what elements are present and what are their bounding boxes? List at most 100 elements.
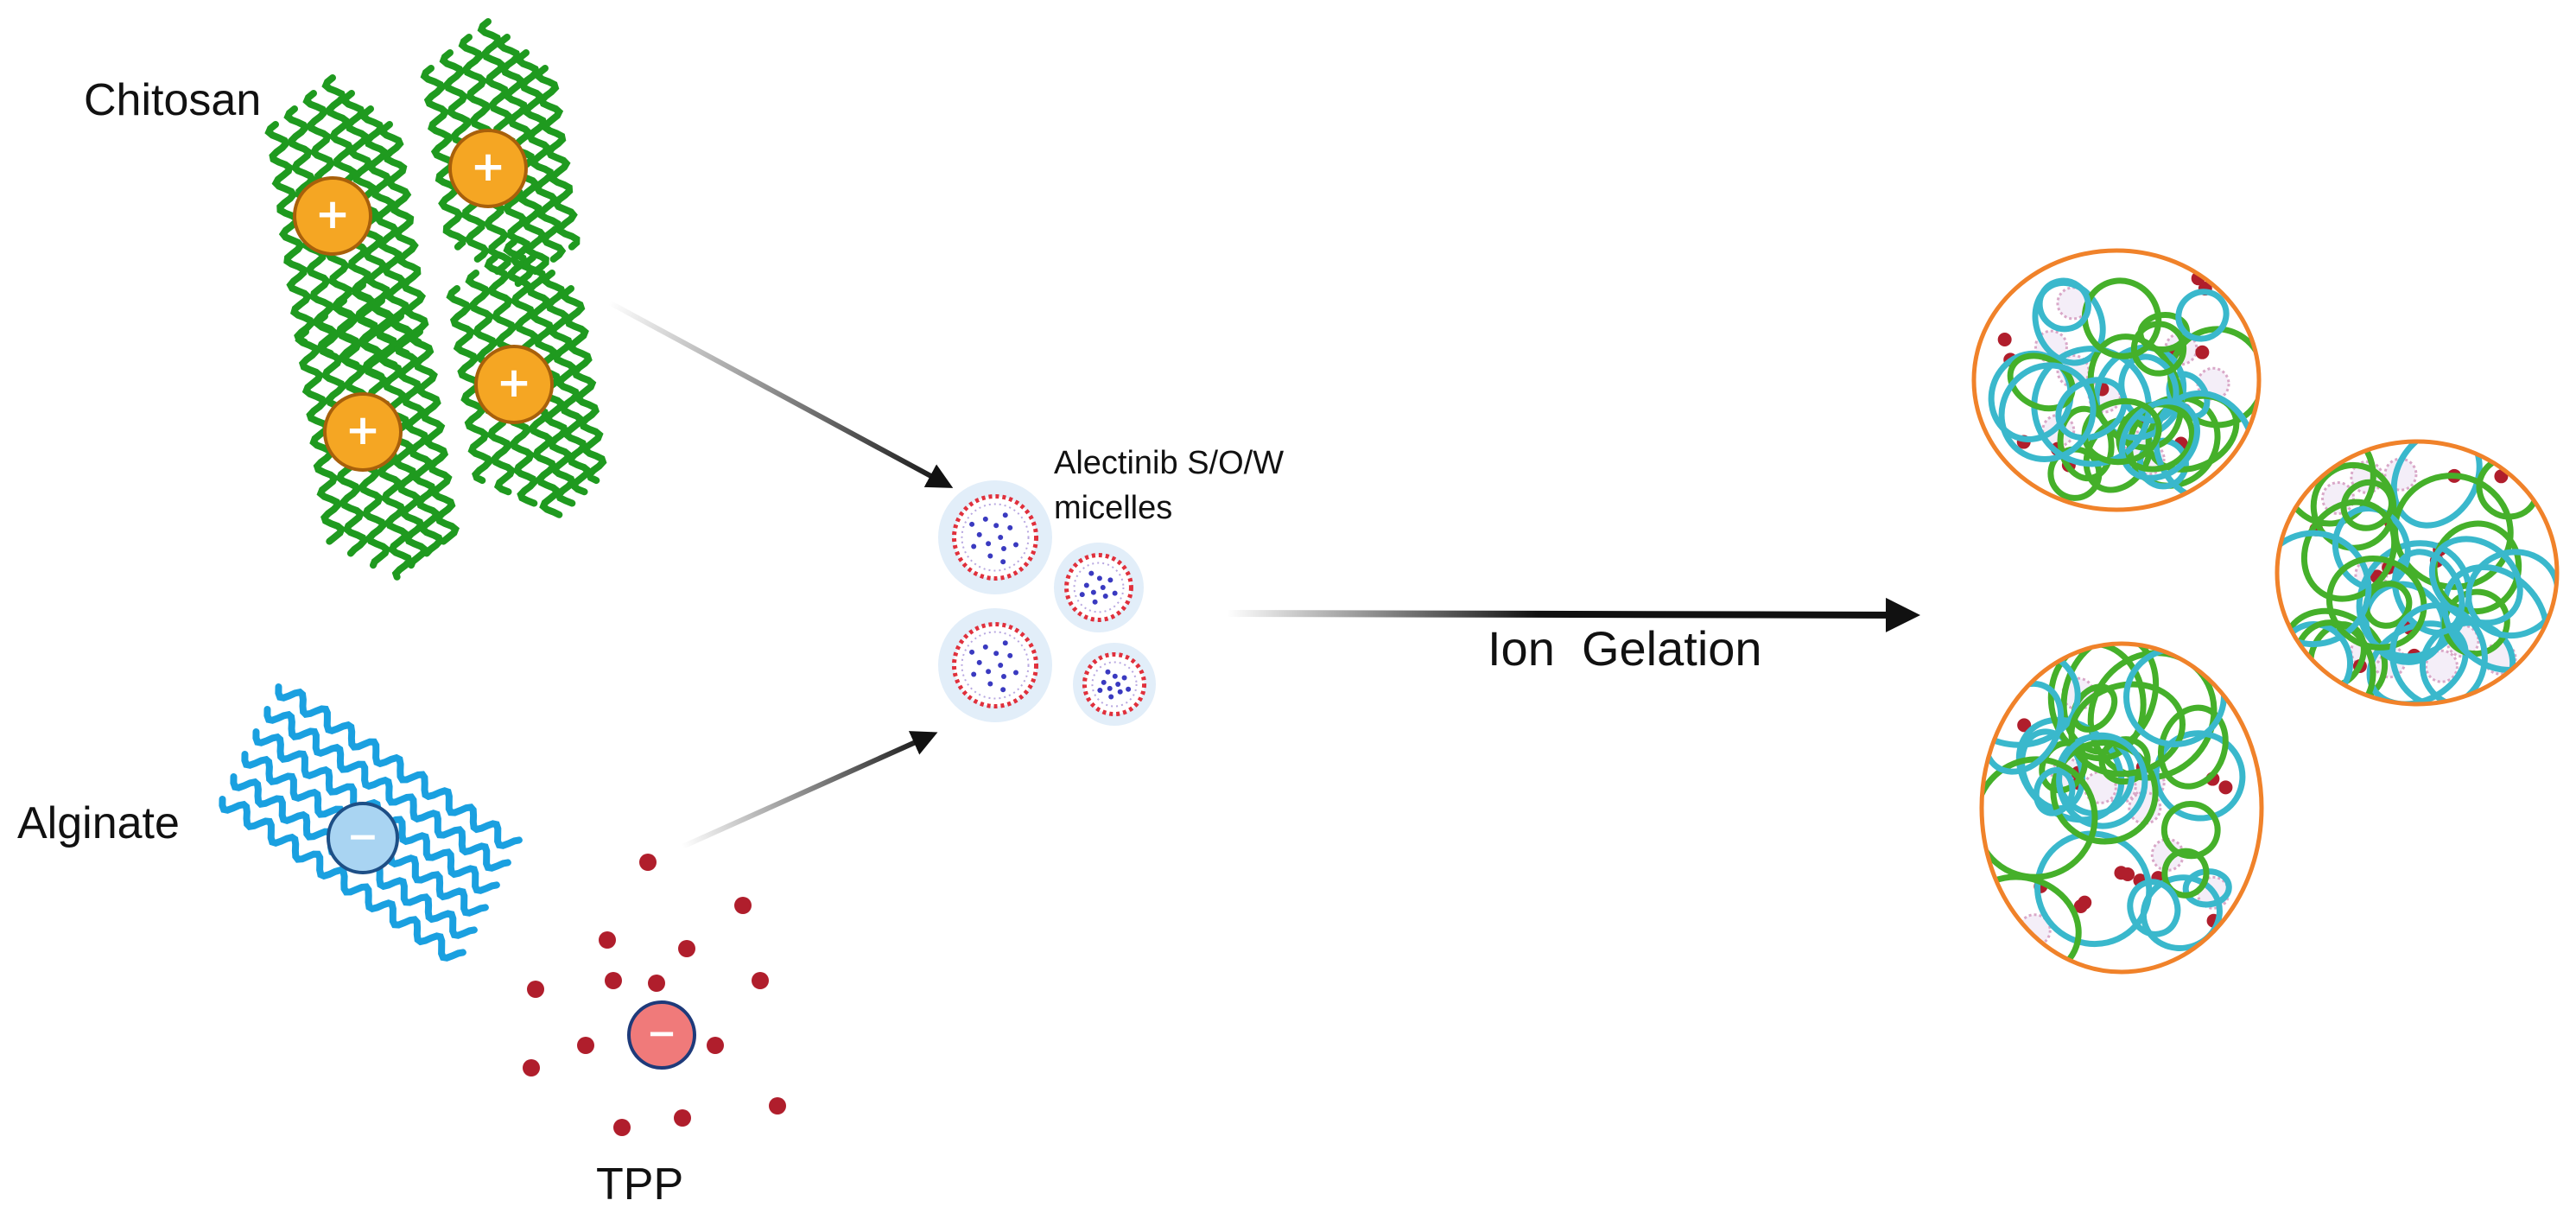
chitosan-positive-bead-circle [474, 345, 554, 424]
alginate-loop [2118, 398, 2200, 481]
micelles-label-line2: micelles [1054, 490, 1172, 526]
particle-crosslink-dot [2519, 459, 2534, 473]
micelle-drug-dot [1013, 670, 1019, 676]
chitosan-loop [2050, 740, 2159, 845]
chitosan-positive-bead-circle [293, 176, 372, 256]
ion-gelation-label: Ion Gelation [1488, 621, 1762, 676]
tpp-label: TPP [596, 1159, 683, 1210]
micelle-drug-dot [1107, 685, 1113, 691]
micelle-drug-dot [1117, 689, 1123, 695]
chitosan-loop [2325, 555, 2427, 651]
micelle-drug-dot [1102, 594, 1108, 600]
alginate-chain [219, 796, 466, 962]
micelle-drug-dot [1100, 585, 1106, 590]
micelle-drug-dot [1002, 640, 1008, 646]
gel-nanoparticle [1971, 248, 2262, 512]
chitosan-chain [409, 328, 460, 545]
chitosan-loop [2007, 352, 2076, 412]
chitosan-chain [534, 65, 581, 251]
micelle-drug-dot [971, 543, 977, 549]
micelle-drug-dot [969, 649, 975, 655]
chitosan-positive-bead: + [448, 129, 528, 208]
micelle-drug-dot [987, 553, 993, 559]
alginate-negative-bead: − [327, 802, 399, 874]
tpp-dot [605, 972, 622, 989]
micelle-drug-dot [1000, 673, 1006, 679]
micelle-inner-ring [1091, 661, 1138, 708]
alginate-loop [2127, 879, 2181, 937]
micelle-shell [951, 621, 1039, 709]
micelle-drug-dot [1115, 682, 1121, 687]
gel-nanoparticle [1979, 641, 2264, 975]
chitosan-positive-bead-circle [323, 392, 403, 472]
micelle-drug-dot [1105, 669, 1111, 675]
tpp-dot [639, 854, 657, 871]
tpp-dot [707, 1037, 724, 1054]
chitosan-positive-bead-symbol: + [471, 143, 506, 191]
alginate-loop [2175, 289, 2230, 342]
micelle-drug-dot [986, 541, 992, 547]
tpp-negative-bead: − [627, 1000, 696, 1070]
chitosan-chain [420, 65, 466, 251]
alginate-loop [2140, 874, 2223, 951]
micelle-drug-dot [971, 671, 977, 677]
micelle-drug-dot [1002, 512, 1008, 518]
chitosan-chain [264, 121, 315, 346]
chitosan-label: Chitosan [84, 75, 261, 125]
micelle-drug-dot [1107, 577, 1114, 583]
particle-crosslink-dot [2073, 899, 2088, 914]
micelle-drug-dot [1126, 686, 1132, 692]
tpp-dot [734, 897, 752, 914]
chitosan-loop [2340, 479, 2395, 531]
chitosan-loop [2160, 801, 2221, 860]
micelle [938, 480, 1052, 594]
micelle-drug-dot [1121, 675, 1127, 681]
particle-crosslink-dot [2017, 718, 2032, 733]
chitosan-loop [2068, 681, 2186, 778]
chitosan-to-micelles-arrow [607, 300, 954, 488]
alginate-loop [2055, 377, 2128, 441]
tpp-dot [599, 931, 616, 949]
tpp-group: − [523, 854, 786, 1136]
micelle-drug-dot [982, 516, 988, 522]
alginate-group: − [219, 683, 523, 962]
chitosan-loop [2081, 277, 2162, 359]
chitosan-positive-bead-symbol: + [497, 359, 532, 407]
micelle-drug-dot [976, 659, 982, 665]
particle-border [1971, 248, 2262, 512]
alginate-loop [2031, 346, 2152, 467]
alginate-label: Alginate [17, 798, 180, 848]
chitosan-positive-bead: + [323, 392, 403, 472]
micelle-drug-dot [1097, 688, 1103, 694]
tpp-negative-bead-circle [627, 1000, 696, 1070]
tpp-dot [527, 981, 544, 998]
chitosan-chain [390, 313, 444, 557]
micelle-shell [1064, 553, 1133, 622]
micelle-drug-dot [998, 535, 1004, 540]
micelle-drug-dot [976, 531, 982, 537]
micelle-drug-dot [1112, 590, 1118, 596]
micelle-drug-dot [1088, 570, 1094, 576]
micelle-drug-dot [987, 681, 993, 687]
tpp-dot [678, 940, 695, 957]
micelle [1054, 543, 1144, 632]
micelle-inner-ring [961, 503, 1030, 572]
tpp-negative-bead-symbol: − [646, 1012, 676, 1054]
micelle-drug-dot [998, 663, 1004, 668]
micelle-drug-dot [969, 521, 975, 527]
micelle-drug-dot [1000, 545, 1006, 551]
chitosan-loop [1982, 873, 2082, 972]
micelle-inner-ring [961, 631, 1030, 700]
micelle-drug-dot [986, 669, 992, 675]
micelle-drug-dot [1101, 679, 1107, 685]
chitosan-loop [2363, 581, 2413, 629]
tpp-dot [752, 972, 769, 989]
micelle [938, 608, 1052, 722]
particle-crosslink-dot [2218, 780, 2233, 795]
micelle-drug-dot [993, 523, 999, 529]
tpp-dot [648, 975, 665, 992]
micelle-drug-dot [993, 651, 999, 657]
chitosan-chain [295, 328, 346, 545]
nanoparticles-group [1971, 248, 2560, 975]
chitosan-loop [2130, 321, 2187, 377]
